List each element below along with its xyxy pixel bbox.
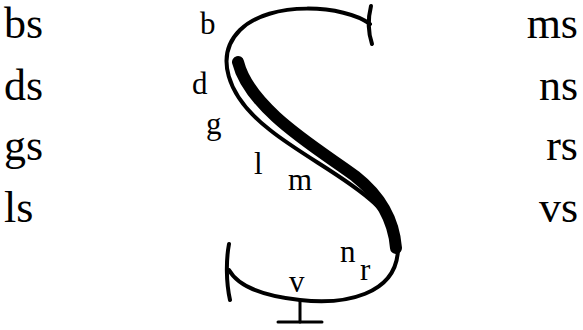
cluster-label: bs [4, 2, 43, 46]
cluster-label: ms [527, 2, 578, 46]
stand-bar [278, 321, 322, 324]
letter-label: g [206, 108, 222, 139]
stand-post [299, 300, 302, 322]
letter-label: b [200, 8, 216, 39]
letter-label: m [288, 164, 312, 195]
letter-label: d [192, 68, 208, 99]
cluster-label: vs [539, 186, 578, 230]
top-serif [369, 6, 372, 44]
cluster-label: gs [4, 124, 43, 168]
letter-label: l [254, 148, 263, 179]
cluster-label: rs [546, 124, 578, 168]
cluster-label: ns [539, 64, 578, 108]
s-spine [238, 62, 396, 248]
s-curve [227, 9, 398, 302]
letter-label: r [360, 254, 370, 285]
cluster-label: ds [4, 64, 43, 108]
cluster-label: ls [4, 186, 33, 230]
bottom-serif [227, 244, 230, 300]
letter-label: v [289, 266, 305, 297]
letter-label: n [340, 236, 356, 267]
